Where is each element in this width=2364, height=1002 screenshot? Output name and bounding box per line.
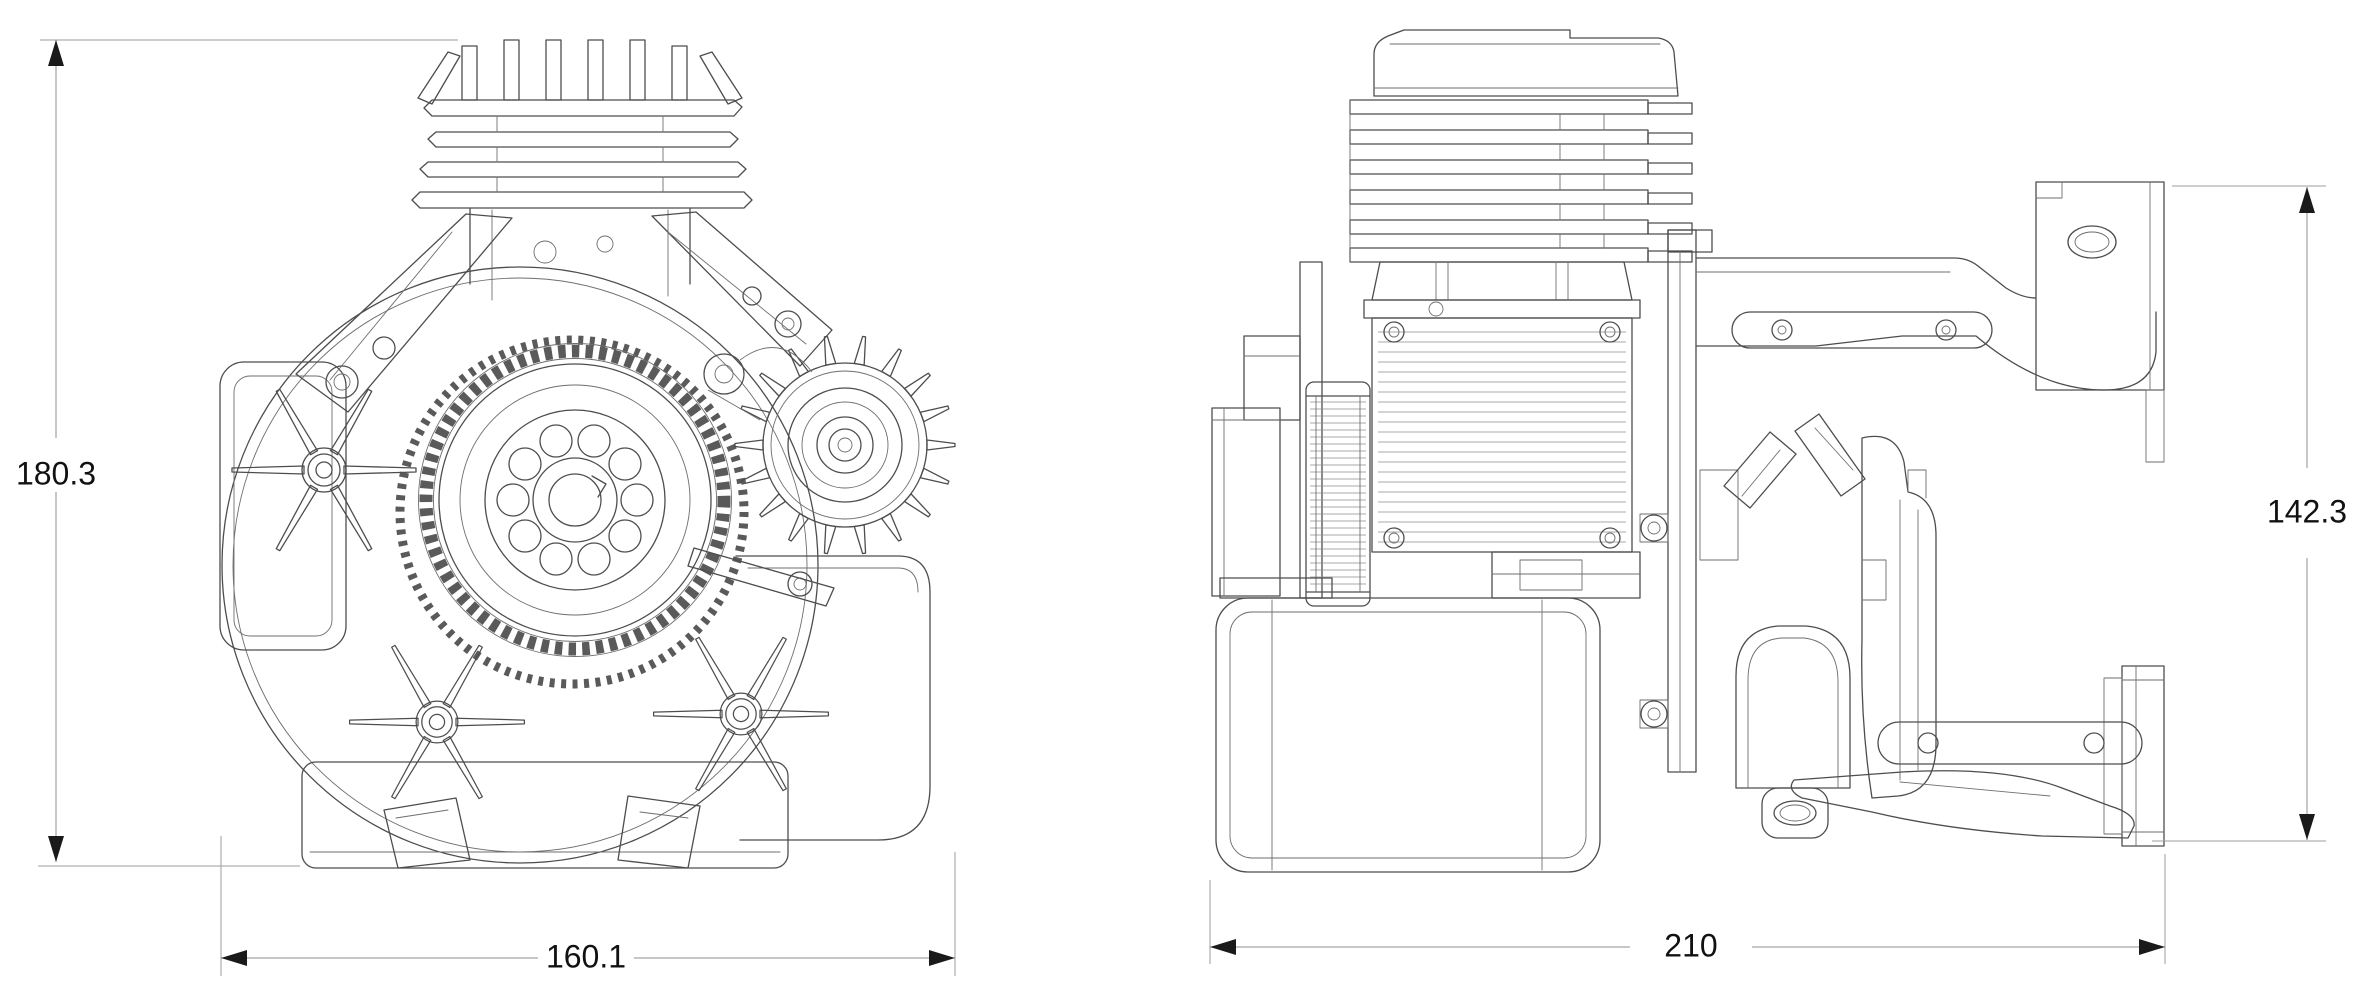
dimension-label-side-height: 142.3 [2267, 493, 2347, 529]
cylinder-head-side [1373, 29, 1679, 97]
clutch-bell-side [1699, 435, 1937, 799]
dimension-label-front-width: 160.1 [546, 938, 626, 974]
damper-cylinder [1735, 625, 1851, 839]
v-bracket-left [295, 213, 513, 413]
dimension-label-side-width: 210 [1664, 927, 1717, 963]
gear-bolt-holes [496, 424, 654, 576]
head-fin-stack-side [1349, 99, 1693, 319]
cylinder-head-front [411, 39, 753, 301]
dimension-front-height: 180.3 [16, 39, 458, 867]
arrowhead-right [2139, 939, 2165, 955]
block-corner-bolts [1383, 321, 1621, 549]
mount-flange-bar [1639, 229, 1713, 773]
arrowhead-right [929, 950, 955, 966]
clutch-cover [687, 547, 931, 841]
arrowhead-left [221, 950, 247, 966]
head-cooling-fins [417, 39, 743, 105]
flywheel-fan [703, 335, 956, 555]
spoke-knob-upper-left [231, 387, 417, 553]
arrowhead-up [2299, 187, 2315, 213]
dimension-side-height: 142.3 [2152, 185, 2347, 842]
carburetor-spacer [1491, 551, 1641, 599]
engine-base-plate [301, 761, 789, 869]
dimension-front-width: 160.1 [220, 836, 956, 976]
arrowhead-left [1210, 939, 1236, 955]
fan-spokes [734, 335, 956, 555]
airbox [1215, 577, 1601, 873]
lower-mount-foot [2103, 665, 2165, 847]
upper-mount-arm [1695, 257, 2157, 391]
upper-mount-plate [2035, 181, 2165, 463]
head-fin-plates [411, 99, 753, 209]
pulley-teeth [1309, 401, 1367, 585]
front-view [219, 39, 956, 869]
arrowhead-down [2299, 814, 2315, 840]
v-bracket-right [651, 211, 833, 367]
lower-mount-arms [1790, 721, 2143, 839]
rocker-links [1723, 413, 1866, 509]
belt-pulley [1305, 381, 1371, 607]
crankcase-block [469, 207, 691, 301]
arrowhead-down [48, 836, 64, 862]
dimension-side-width: 210 [1209, 854, 2166, 964]
starter-ring-gear [395, 335, 749, 689]
side-view [1211, 29, 2165, 873]
dimension-label-front-height: 180.3 [16, 455, 96, 491]
block-rib-lines [1377, 331, 1627, 543]
arrowhead-up [48, 40, 64, 66]
cylinder-block-side [1371, 317, 1633, 553]
drive-gear [418, 343, 732, 657]
